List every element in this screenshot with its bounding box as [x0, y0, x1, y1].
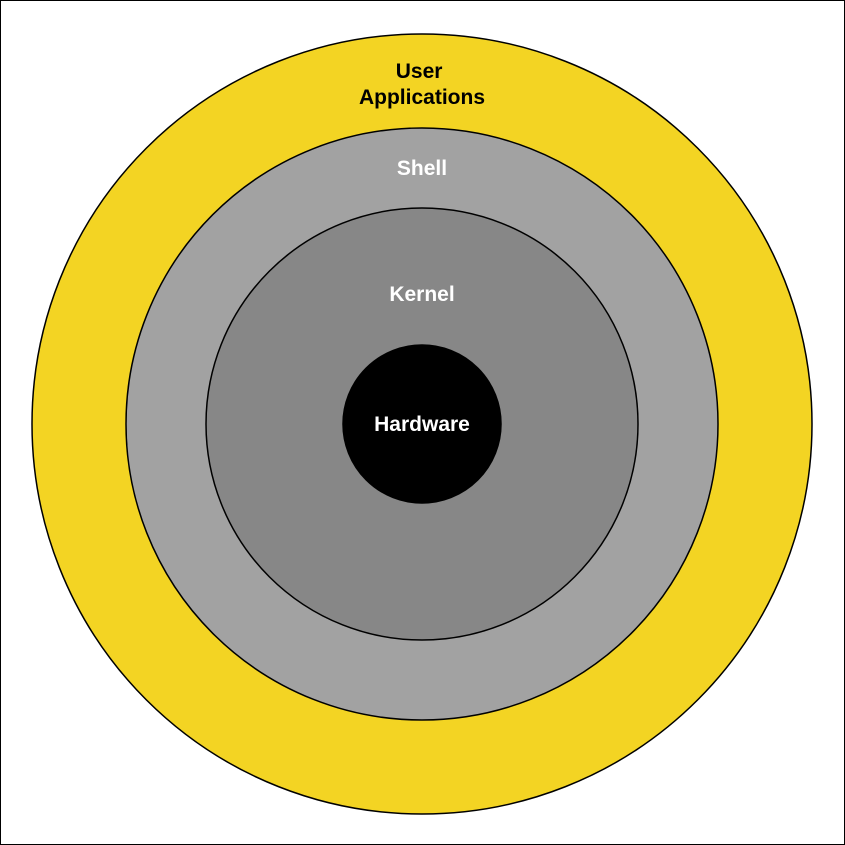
user-applications-label-line-1: User	[396, 60, 443, 83]
user-applications-label-line-2: Applications	[359, 86, 485, 109]
hardware-core	[342, 344, 502, 504]
hardware-label: Hardware	[374, 413, 470, 436]
shell-label: Shell	[397, 157, 447, 180]
kernel-label: Kernel	[389, 283, 454, 306]
user-applications-label: User Applications	[359, 60, 485, 109]
